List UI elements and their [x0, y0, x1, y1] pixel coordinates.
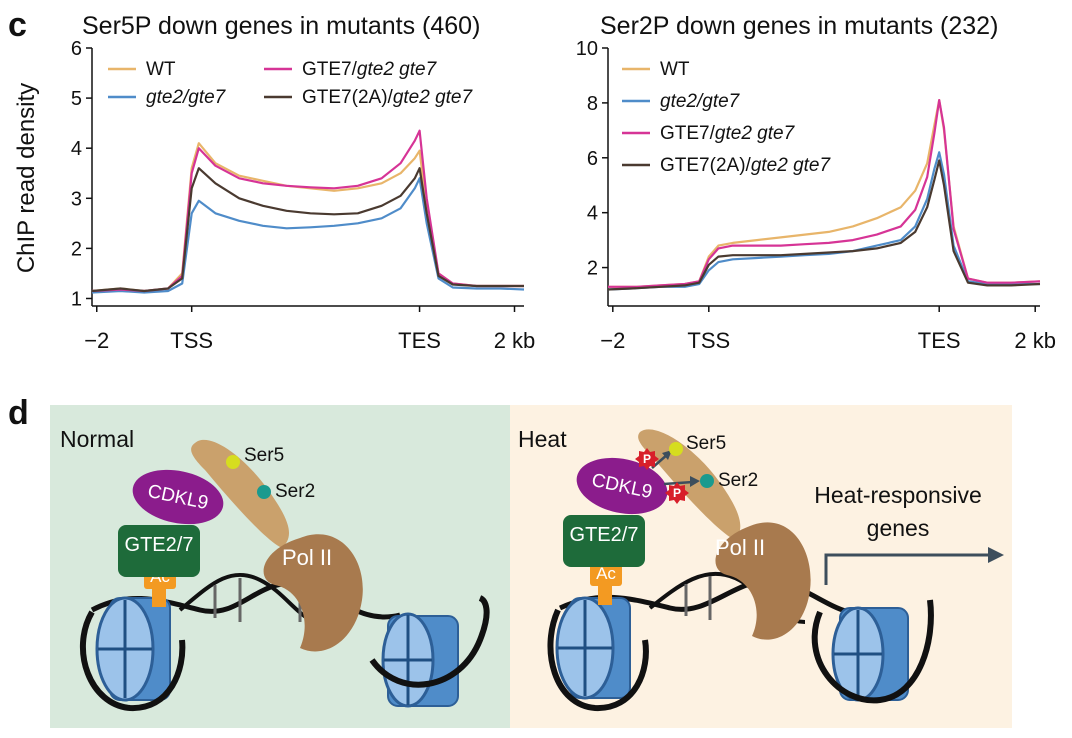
y-tick-label: 4	[71, 138, 82, 160]
ac-label: Ac	[596, 564, 616, 583]
ser2-label: Ser2	[718, 470, 758, 491]
heat-label: Heat	[518, 426, 567, 452]
cdkl9-kinase	[132, 469, 224, 525]
legend-label: WT	[146, 59, 176, 80]
y-tick-label: 1	[71, 288, 82, 310]
y-tick-label: 6	[71, 38, 82, 60]
legend-item: GTE7/gte2 gte7	[622, 123, 796, 144]
legend-item: GTE7/gte2 gte7	[264, 59, 438, 80]
ser5-label: Ser5	[244, 445, 284, 466]
pol2-enzyme	[715, 522, 811, 640]
pol2-label: Pol II	[282, 545, 332, 570]
phospho-label: P	[673, 486, 681, 500]
legend-item: gte2/gte7	[108, 87, 227, 108]
ac-stalk	[152, 585, 166, 607]
nucleosome-left	[80, 596, 186, 712]
legend-label: gte2/gte7	[146, 87, 227, 108]
normal-condition-diagram: Normal Ac	[50, 405, 510, 728]
y-axis-label: ChIP read density	[13, 83, 40, 273]
gte27-label: GTE2/7	[125, 534, 194, 556]
ac-stalk	[598, 583, 612, 605]
transcription-arrow	[824, 547, 1004, 585]
panel-c-label: c	[8, 6, 27, 44]
ser5-site	[226, 455, 240, 469]
ser5-label: Ser5	[686, 433, 726, 454]
normal-label: Normal	[60, 426, 134, 452]
legend-item: WT	[108, 59, 176, 80]
nucleosome-right	[369, 595, 490, 708]
heat-responsive-genes-label-line2: genes	[867, 515, 930, 541]
pol2-enzyme	[263, 534, 363, 652]
legend-item: WT	[622, 59, 690, 80]
ser2-site	[700, 474, 714, 488]
phospho-label: P	[643, 452, 651, 466]
y-tick-label: 4	[587, 203, 598, 225]
ser5-site	[669, 442, 683, 456]
nucleosome-right	[811, 599, 934, 704]
ser5p-chart-title: Ser5P down genes in mutants (460)	[82, 12, 480, 40]
gte27-protein	[118, 525, 200, 577]
legend-item: GTE7(2A)/gte2 gte7	[622, 155, 831, 176]
x-tick-label: TSS	[687, 328, 730, 353]
pol2-label: Pol II	[715, 535, 765, 560]
x-tick-label: TES	[918, 328, 961, 353]
x-tick-label: 2 kb	[494, 328, 536, 353]
x-tick-label: TES	[398, 328, 441, 353]
ser2-site	[257, 485, 271, 499]
y-tick-label: 2	[71, 238, 82, 260]
legend-label: gte2/gte7	[660, 91, 741, 112]
y-tick-label: 8	[587, 93, 598, 115]
y-tick-label: 2	[587, 258, 598, 280]
y-tick-label: 10	[576, 38, 598, 60]
phospho-badge-ser2: P	[665, 482, 689, 504]
ser5p-chart: Ser5P down genes in mutants (460) ChIP r…	[13, 12, 535, 353]
y-tick-label: 6	[587, 148, 598, 170]
legend-label: GTE7/gte2 gte7	[660, 123, 796, 144]
ser2p-chart: Ser2P down genes in mutants (232) 2 4 6 8 10…	[576, 12, 1056, 353]
legend-label: GTE7/gte2 gte7	[302, 59, 438, 80]
gte27-label: GTE2/7	[570, 524, 639, 546]
y-tick-label: 5	[71, 88, 82, 110]
x-tick-label: 2 kb	[1014, 328, 1056, 353]
cdkl9-kinase	[576, 457, 668, 515]
legend-item: GTE7(2A)/gte2 gte7	[264, 87, 473, 108]
nucleosome-left	[547, 596, 649, 712]
series-line-gte7-2a-gte2-gte7	[607, 159, 1041, 291]
phospho-badge-ser5: P	[635, 448, 659, 470]
pol2-ctd-tail	[191, 439, 290, 548]
ser2-label: Ser2	[275, 481, 315, 502]
x-tick-label: TSS	[170, 328, 213, 353]
gte27-protein	[563, 515, 645, 567]
legend-item: gte2/gte7	[622, 91, 741, 112]
x-tick-label: −2	[84, 328, 109, 353]
series-line-gte7-2a-gte2-gte7	[91, 167, 524, 293]
series-line-wt	[91, 142, 524, 293]
panel-d-label: d	[8, 394, 29, 432]
x-tick-label: −2	[600, 328, 625, 353]
series-line-gte2-gte7	[91, 177, 525, 294]
legend-label: GTE7(2A)/gte2 gte7	[302, 87, 473, 108]
ser2p-chart-title: Ser2P down genes in mutants (232)	[600, 12, 998, 40]
heat-responsive-genes-label: Heat-responsive	[814, 482, 981, 508]
series-line-gte7-gte2-gte7	[91, 129, 524, 293]
heat-condition-diagram: Heat Ac GTE2/7	[510, 405, 1012, 728]
y-tick-label: 3	[71, 188, 82, 210]
legend-label: WT	[660, 59, 690, 80]
legend-label: GTE7(2A)/gte2 gte7	[660, 155, 831, 176]
